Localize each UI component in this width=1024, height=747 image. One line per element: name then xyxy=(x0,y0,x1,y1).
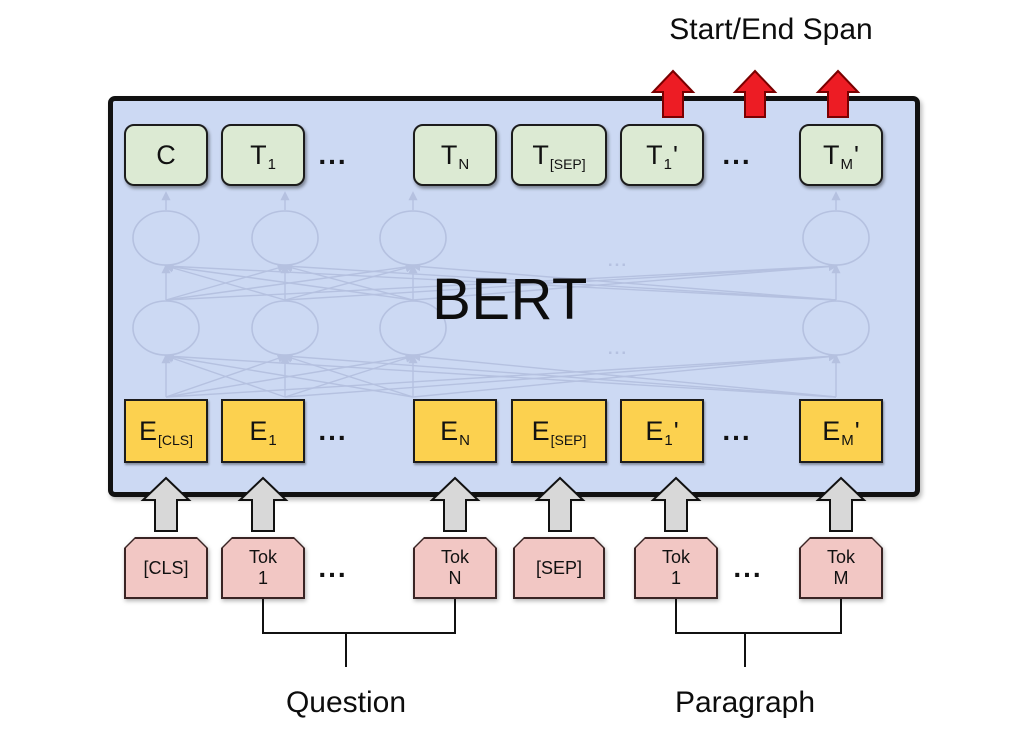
question-label: Question xyxy=(285,686,407,719)
label-sub: M xyxy=(840,155,854,173)
label-prime: ' xyxy=(672,140,678,170)
embedding-ecls: E[CLS] xyxy=(124,399,208,463)
output-vector-c: C xyxy=(124,124,208,186)
label-sub: [SEP] xyxy=(549,155,586,172)
token-label2: 1 xyxy=(670,568,681,588)
token-label2: 1 xyxy=(257,568,268,588)
token-face: [CLS] xyxy=(126,539,206,597)
token-face: [SEP] xyxy=(515,539,603,597)
input-token-sep: [SEP] xyxy=(513,537,605,599)
label-main: E xyxy=(249,415,268,446)
question-bracket xyxy=(262,599,456,667)
start-end-span-label: Start/End Span xyxy=(669,13,873,46)
label-main: C xyxy=(156,139,176,170)
label-sub: 1 xyxy=(663,155,672,173)
label-main: E xyxy=(822,415,841,446)
token-label: Tok xyxy=(826,547,855,567)
label-main: T xyxy=(532,139,549,170)
label-main: T xyxy=(250,139,267,170)
token-ellipsis-1: ... xyxy=(318,552,348,583)
input-token-cls: [CLS] xyxy=(124,537,208,599)
label-main: T xyxy=(646,139,663,170)
label-sub: 1 xyxy=(664,431,673,449)
token-label2: M xyxy=(833,568,849,588)
embedding-esep: E[SEP] xyxy=(511,399,607,463)
token-label: Tok xyxy=(440,547,469,567)
label-prime: ' xyxy=(854,416,860,446)
token-label: [SEP] xyxy=(535,557,583,578)
output-vector-tsep: T[SEP] xyxy=(511,124,607,186)
output-ellipsis-1: ... xyxy=(318,139,348,170)
paragraph-label: Paragraph xyxy=(674,686,816,719)
token-ellipsis-2: ... xyxy=(733,552,763,583)
label-sub: 1 xyxy=(267,155,276,173)
label-prime: ' xyxy=(854,140,859,170)
label-sub: [CLS] xyxy=(158,431,194,448)
paragraph-bracket xyxy=(675,599,842,667)
bert-label: BERT xyxy=(432,267,588,332)
token-label: Tok xyxy=(661,547,690,567)
label-main: E xyxy=(440,415,459,446)
label-sub: N xyxy=(458,155,470,173)
label-sub: 1 xyxy=(268,431,277,449)
token-label: [CLS] xyxy=(143,557,189,578)
embedding-ellipsis-1: ... xyxy=(318,415,348,446)
label-main: E xyxy=(645,415,664,446)
token-label: Tok xyxy=(248,547,277,567)
label-sub: M xyxy=(841,431,854,449)
token-label2: N xyxy=(448,568,462,588)
label-sub: N xyxy=(459,431,470,449)
label-main: T xyxy=(823,139,840,170)
label-main: E xyxy=(138,415,157,446)
label-sub: [SEP] xyxy=(550,431,587,448)
label-prime: ' xyxy=(673,416,679,446)
embedding-ellipsis-2: ... xyxy=(722,415,752,446)
label-main: E xyxy=(531,415,550,446)
output-ellipsis-2: ... xyxy=(722,139,752,170)
label-main: T xyxy=(440,139,458,170)
